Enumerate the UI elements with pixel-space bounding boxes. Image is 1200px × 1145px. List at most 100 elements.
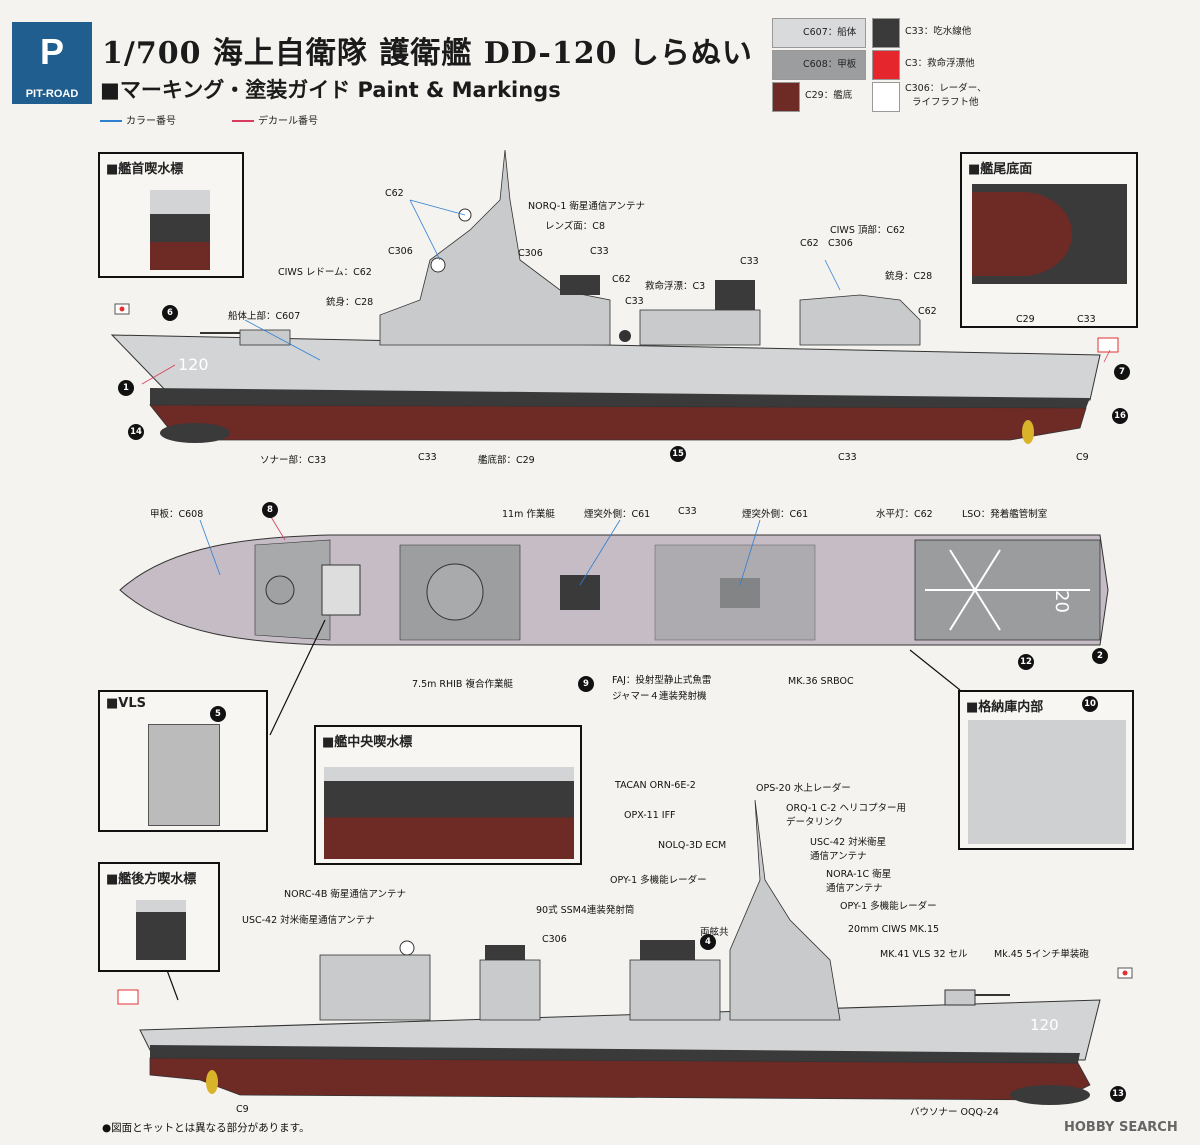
callout-label: 両舷共 [700,927,729,938]
callout-label: C9 [236,1104,249,1115]
callout-label: レンズ面：C8 [545,221,605,232]
decal-marker: 13 [1110,1086,1126,1102]
stern-red-area [972,192,1072,276]
decal-marker: 10 [1082,696,1098,712]
vls-cell-graphic [148,724,220,826]
inset-stern-bottom: ■艦尾底面 [960,152,1138,328]
decal-marker: 16 [1112,408,1128,424]
swatch-label: C608：甲板 [803,59,857,70]
legend-color-label: カラー番号 [126,116,176,127]
inset-vls: ■VLS [98,690,268,832]
swatch-label: C607：船体 [803,27,857,38]
callout-label: C62 [385,188,404,199]
decal-marker: 9 [578,676,594,692]
callout-label: 通信アンテナ [826,883,883,894]
decal-marker: 2 [1092,648,1108,664]
callout-label: 銃身：C28 [885,271,933,282]
callout-label: C306 [388,246,413,257]
swatch-label: C33：吃水線他 [905,26,972,37]
callout-label: 通信アンテナ [810,851,867,862]
watermark: HOBBY SEARCH [1064,1120,1178,1135]
callout-label: MK.36 SRBOC [788,676,854,687]
callout-label: C33 [678,506,697,517]
swatch-label: C29：艦底 [805,90,853,101]
stern-bottom-graphic [972,184,1127,284]
decal-marker: 1 [118,380,134,396]
callout-label: Mk.45 5インチ単装砲 [994,949,1089,960]
callout-label: 水平灯：C62 [876,509,933,520]
hangar-graphic [968,720,1126,844]
mid-draft-graphic [324,767,574,859]
page-title: 1/700 海上自衛隊 護衛艦 DD-120 しらぬい [102,36,753,71]
callout-label: MK.41 VLS 32 セル [880,949,968,960]
callout-label: 銃身：C28 [326,297,374,308]
swatch-label: ライフラフト他 [912,97,979,108]
side-view-top: 120 [110,149,1119,444]
callout-label: C306 [828,238,853,249]
inset-title: ■艦後方喫水標 [106,872,197,887]
callout-label: C9 [1076,452,1089,463]
callout-label: NORQ-1 衛星通信アンテナ [528,201,646,212]
legend-color-number: カラー番号 [100,112,176,127]
deck-number: 20 [1051,590,1072,613]
callout-label: C33 [838,452,857,463]
decal-marker: 5 [210,706,226,722]
inset-title: ■艦尾底面 [968,162,1033,177]
callout-label: C33 [418,452,437,463]
callout-label: ジャマー４連装発射機 [612,691,707,702]
callout-label: TACAN ORN-6E-2 [615,780,696,791]
inset-bow-draft: ■艦首喫水標 [98,152,244,278]
page-subtitle: ■マーキング・塗装ガイド Paint & Markings [100,78,561,102]
footer-note: ●図面とキットとは異なる部分があります。 [102,1122,310,1134]
logo-mark: P [39,31,64,72]
decal-marker: 12 [1018,654,1034,670]
callout-label: NORC-4B 衛星通信アンテナ [284,889,406,900]
callout-label: USC-42 対米衛星通信アンテナ [242,915,375,926]
callout-label: LSO：発着艦管制室 [962,509,1048,520]
callout-label: 煙突外側：C61 [742,509,809,520]
side-view-bottom: 120 [117,799,1133,1105]
inset-title: ■格納庫内部 [966,700,1044,715]
callout-label: バウソナー OQQ-24 [910,1107,999,1118]
callout-label: C62 [612,274,631,285]
callout-label: ORQ-1 C-2 ヘリコプター用 [786,803,906,814]
callout-label: NOLQ-3D ECM [658,840,727,851]
legend-decal-label: デカール番号 [258,116,318,127]
callout-label: 救命浮漂：C3 [645,281,706,292]
aft-draft-graphic [136,900,186,960]
inset-title: ■VLS [106,696,146,711]
callout-label: USC-42 対米衛星 [810,837,887,848]
callout-label: NORA-1C 衛星 [826,869,892,880]
decal-marker: 7 [1114,364,1130,380]
inset-mid-draft: ■艦中央喫水標 [314,725,582,865]
callout-label: C33 [625,296,644,307]
callout-label: C62 [800,238,819,249]
callout-label: FAJ：投射型静止式魚雷 [612,675,712,686]
callout-label: C306 [542,934,567,945]
color-leader-lines [199,199,841,586]
inset-hangar: ■格納庫内部 [958,690,1134,850]
callout-label: CIWS 頂部：C62 [830,225,906,236]
swatch-c608: C608：甲板 [772,50,866,80]
callout-label: 煙突外側：C61 [584,509,651,520]
callout-label: 船体上部：C607 [228,311,301,322]
callout-label: 90式 SSM4連装発射筒 [536,905,635,916]
inset-title: ■艦中央喫水標 [322,735,413,750]
callout-label: C62 [918,306,937,317]
red-line-icon [232,120,254,122]
callout-label: C306 [518,248,543,259]
callout-label: 艦底部：C29 [478,455,535,466]
swatch-label: C3：救命浮漂他 [905,58,975,69]
callout-label: 11m 作業艇 [502,509,555,520]
swatch-c33 [872,18,900,48]
inset-aft-draft: ■艦後方喫水標 [98,862,220,972]
decal-marker: 8 [262,502,278,518]
callout-label: C33 [590,246,609,257]
swatch-c306 [872,82,900,112]
draft-mark-graphic [150,190,210,270]
swatch-c3 [872,50,900,80]
callout-label: 20mm CIWS MK.15 [848,924,940,935]
hull-number-bottom: 120 [1030,1016,1059,1034]
callout-label: 甲板：C608 [150,509,204,520]
